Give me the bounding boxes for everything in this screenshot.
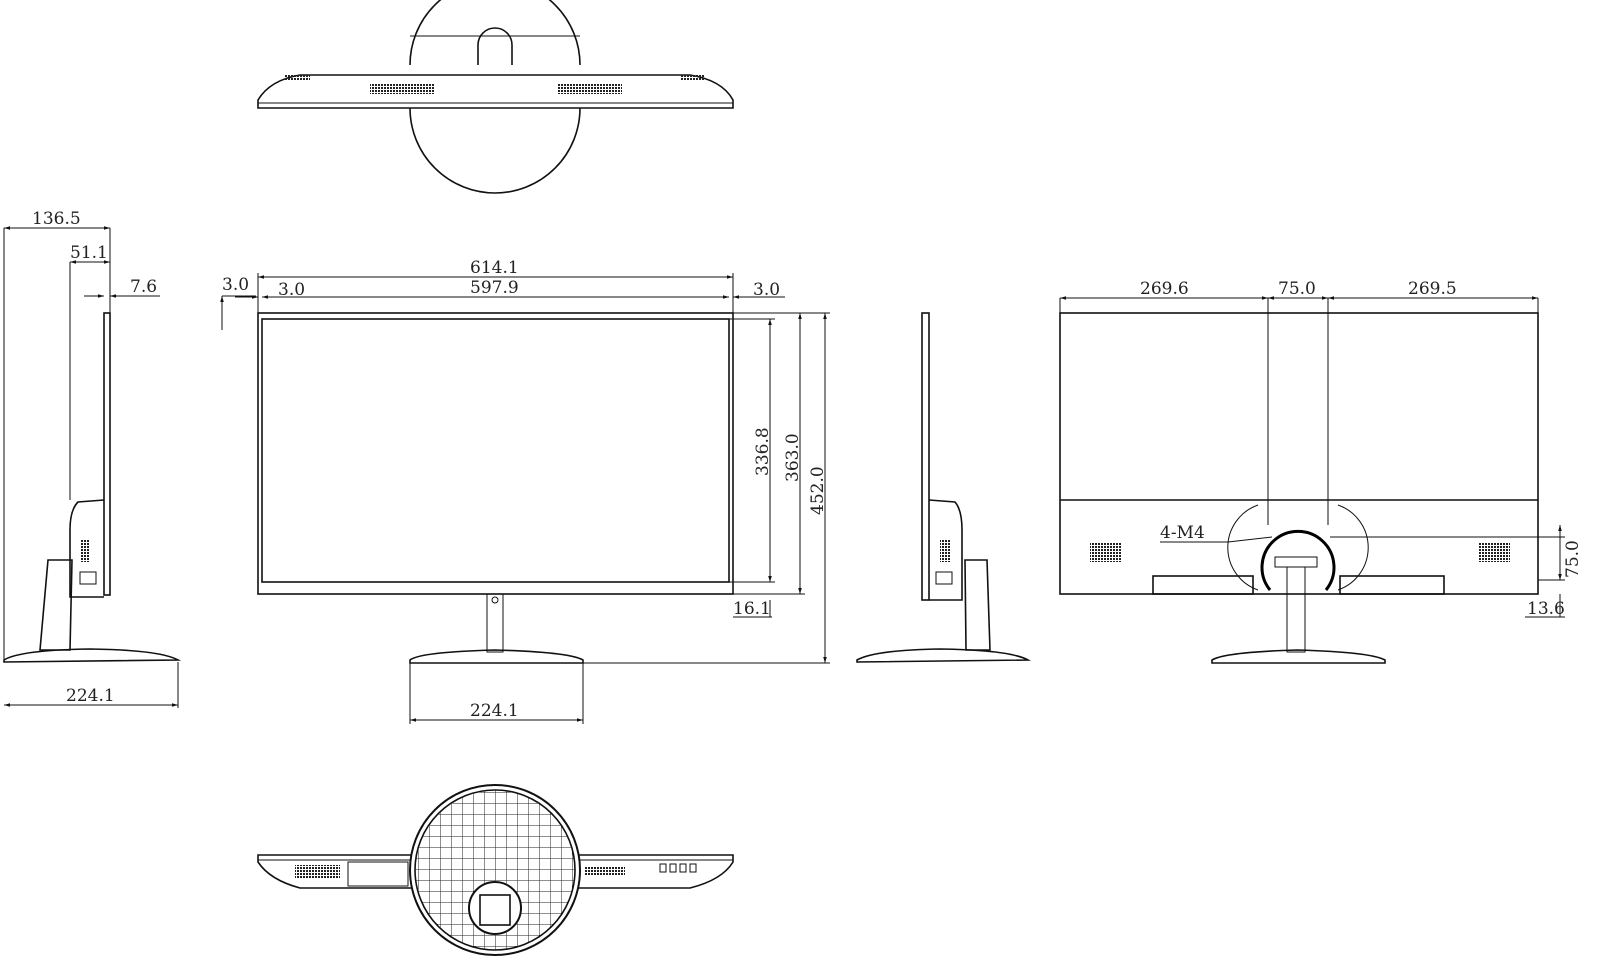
dim-bezel-right: 3.0 — [753, 280, 780, 300]
dim-panel-height: 363.0 — [783, 433, 803, 482]
dim-overall-height: 452.0 — [808, 466, 828, 515]
dim-vesa-bottom-offset: 13.6 — [1527, 599, 1565, 619]
dim-active-width: 597.9 — [470, 278, 519, 298]
dim-overall-width: 614.1 — [470, 258, 519, 278]
back-view: 269.6 75.0 269.5 4-M4 75.0 13.6 — [1059, 279, 1583, 664]
dim-active-height: 336.8 — [753, 427, 773, 476]
dim-depth-body: 51.1 — [70, 243, 108, 263]
top-view — [257, 0, 734, 194]
button-icons — [659, 863, 697, 873]
bottom-view — [257, 784, 734, 956]
dim-vesa-height: 75.0 — [1563, 540, 1583, 578]
dim-bezel-left: 3.0 — [278, 280, 305, 300]
dim-vesa-width: 75.0 — [1278, 279, 1316, 299]
dim-base-width: 224.1 — [470, 701, 519, 721]
left-side-view: 136.5 51.1 7.6 224.1 — [3, 209, 182, 708]
dim-panel-thickness: 7.6 — [130, 277, 157, 297]
label-mount-screws: 4-M4 — [1160, 523, 1205, 543]
dim-bezel-top: 3.0 — [222, 275, 249, 295]
dim-side-base-depth: 224.1 — [66, 686, 115, 706]
dim-back-right-offset: 269.5 — [1408, 279, 1457, 299]
dim-depth-total: 136.5 — [32, 209, 81, 229]
dim-back-left-offset: 269.6 — [1140, 279, 1189, 299]
front-view: 614.1 597.9 3.0 3.0 3.0 336.8 363.0 452.… — [220, 258, 830, 724]
right-side-view — [856, 312, 1032, 663]
dim-bottom-bezel: 16.1 — [733, 599, 771, 619]
